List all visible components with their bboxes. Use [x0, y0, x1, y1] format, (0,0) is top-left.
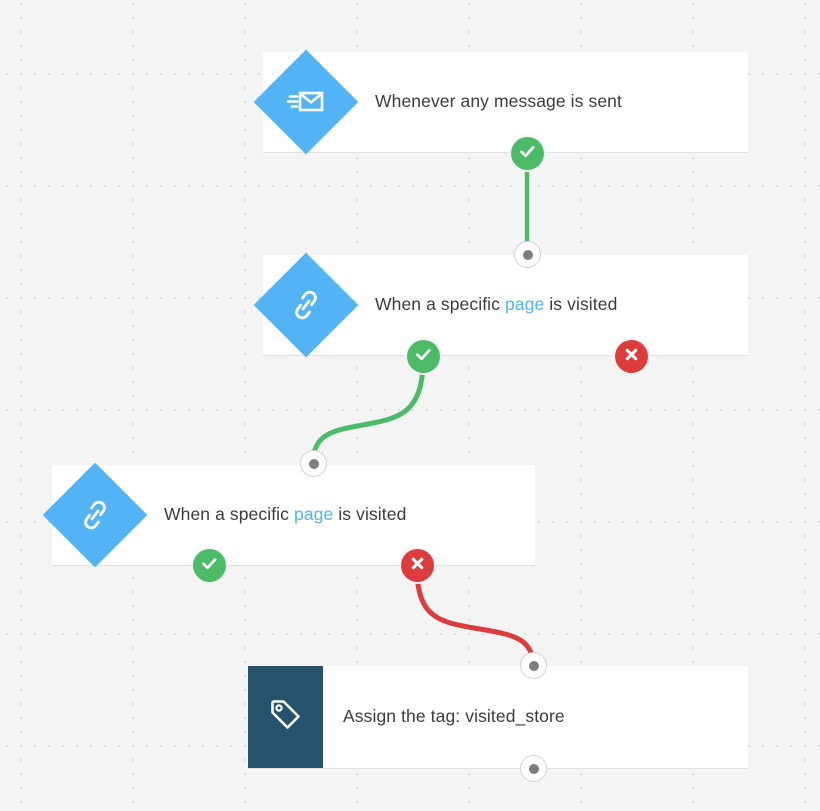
block-assign-tag-label: Assign the tag: visited_store [343, 706, 565, 727]
no-port-2[interactable] [615, 340, 648, 373]
check-icon [414, 345, 433, 369]
link-icon [286, 285, 326, 325]
block-page-visited-1-badge[interactable] [253, 252, 359, 358]
endpoint-3[interactable] [520, 652, 547, 679]
page-link-2[interactable]: page [294, 504, 334, 525]
check-icon [200, 554, 219, 578]
tag-icon [267, 696, 305, 739]
yes-port-1[interactable] [511, 137, 544, 170]
yes-port-2[interactable] [407, 340, 440, 373]
block-assign-tag-badge[interactable] [248, 666, 323, 768]
block-page-visited-1-label: When a specific page is visited [375, 294, 618, 315]
check-icon [518, 142, 537, 166]
block-message-sent-label: Whenever any message is sent [375, 91, 622, 112]
link-icon [75, 495, 115, 535]
yes-port-3[interactable] [193, 549, 226, 582]
block-page-visited-2-label: When a specific page is visited [164, 504, 407, 525]
endpoint-4[interactable] [520, 755, 547, 782]
cross-icon [623, 346, 640, 368]
endpoint-1[interactable] [514, 241, 541, 268]
send-message-icon [286, 86, 326, 118]
block-message-sent-badge[interactable] [253, 49, 359, 155]
block-page-visited-2-badge[interactable] [42, 462, 148, 568]
cross-icon [409, 555, 426, 577]
no-port-3[interactable] [401, 549, 434, 582]
block-assign-tag[interactable]: Assign the tag: visited_store [248, 666, 748, 768]
page-link-1[interactable]: page [505, 294, 545, 315]
endpoint-2[interactable] [300, 450, 327, 477]
